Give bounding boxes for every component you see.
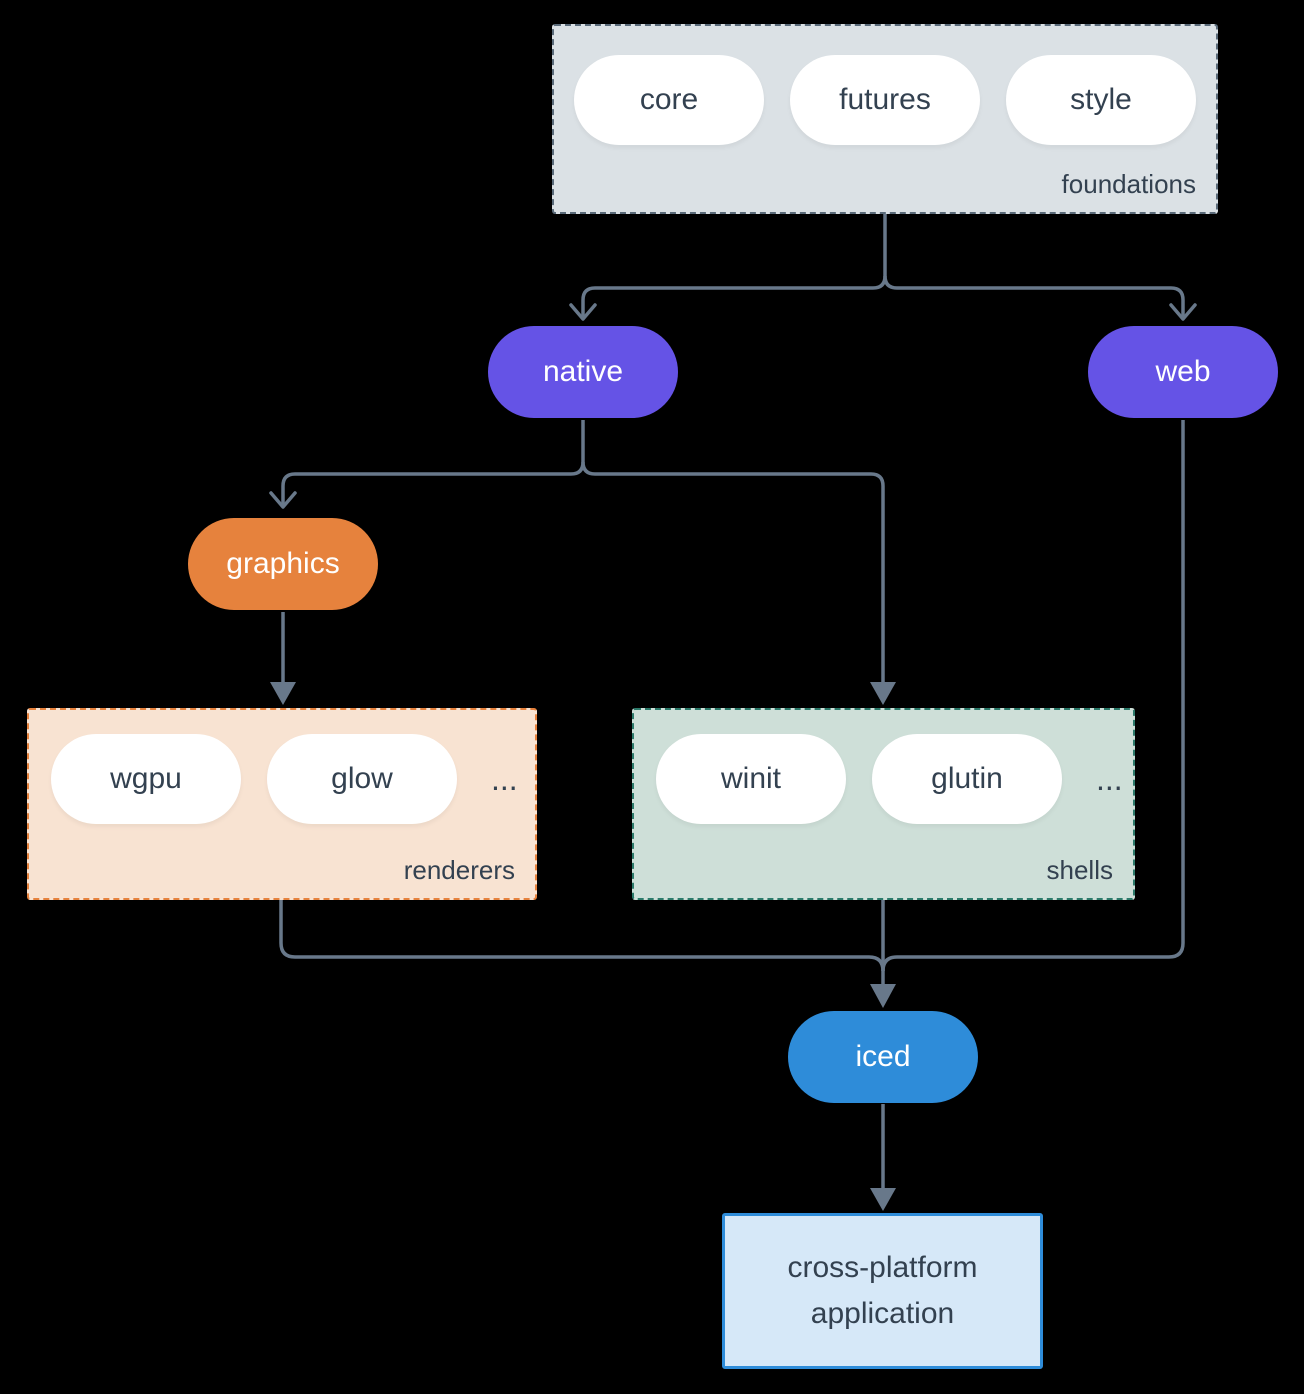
edge-renderers-iced bbox=[279, 900, 885, 972]
edge-native-graphics bbox=[281, 420, 585, 505]
node-futures: futures bbox=[790, 55, 980, 145]
node-winit: winit bbox=[656, 734, 846, 824]
application-label: cross-platform application bbox=[787, 1250, 978, 1331]
renderers-ellipsis: ... bbox=[491, 761, 518, 797]
arrowhead-web bbox=[1169, 303, 1197, 321]
edge-foundations-web bbox=[883, 275, 1185, 317]
node-style: style bbox=[1006, 55, 1196, 145]
foundations-label: foundations bbox=[1061, 169, 1196, 199]
shells-ellipsis: ... bbox=[1096, 761, 1123, 797]
renderers-label: renderers bbox=[403, 855, 515, 885]
arrowhead-shells bbox=[870, 682, 896, 705]
arrowhead-iced bbox=[870, 984, 896, 1008]
arrowhead-application bbox=[870, 1188, 896, 1211]
edge-native-shells bbox=[581, 461, 885, 684]
node-core: core bbox=[574, 55, 764, 145]
node-glow: glow bbox=[267, 734, 457, 824]
arrowhead-graphics bbox=[269, 491, 297, 509]
application-box: cross-platform application bbox=[722, 1213, 1043, 1369]
foundations-pill-row: core futures style bbox=[554, 26, 1216, 145]
arrowhead-renderers bbox=[270, 682, 296, 705]
shells-group: winit glutin ... shells bbox=[632, 708, 1135, 900]
shells-label: shells bbox=[1046, 855, 1113, 885]
renderers-pill-row: wgpu glow ... bbox=[29, 710, 535, 824]
node-graphics: graphics bbox=[188, 518, 378, 610]
foundations-group: core futures style foundations bbox=[552, 24, 1218, 214]
renderers-group: wgpu glow ... renderers bbox=[27, 708, 537, 900]
node-iced: iced bbox=[788, 1011, 978, 1103]
edge-foundations-native bbox=[581, 214, 887, 317]
node-web: web bbox=[1088, 326, 1278, 418]
shells-pill-row: winit glutin ... bbox=[634, 710, 1133, 824]
arrowhead-native bbox=[569, 303, 597, 321]
node-wgpu: wgpu bbox=[51, 734, 241, 824]
node-native: native bbox=[488, 326, 678, 418]
node-glutin: glutin bbox=[872, 734, 1062, 824]
